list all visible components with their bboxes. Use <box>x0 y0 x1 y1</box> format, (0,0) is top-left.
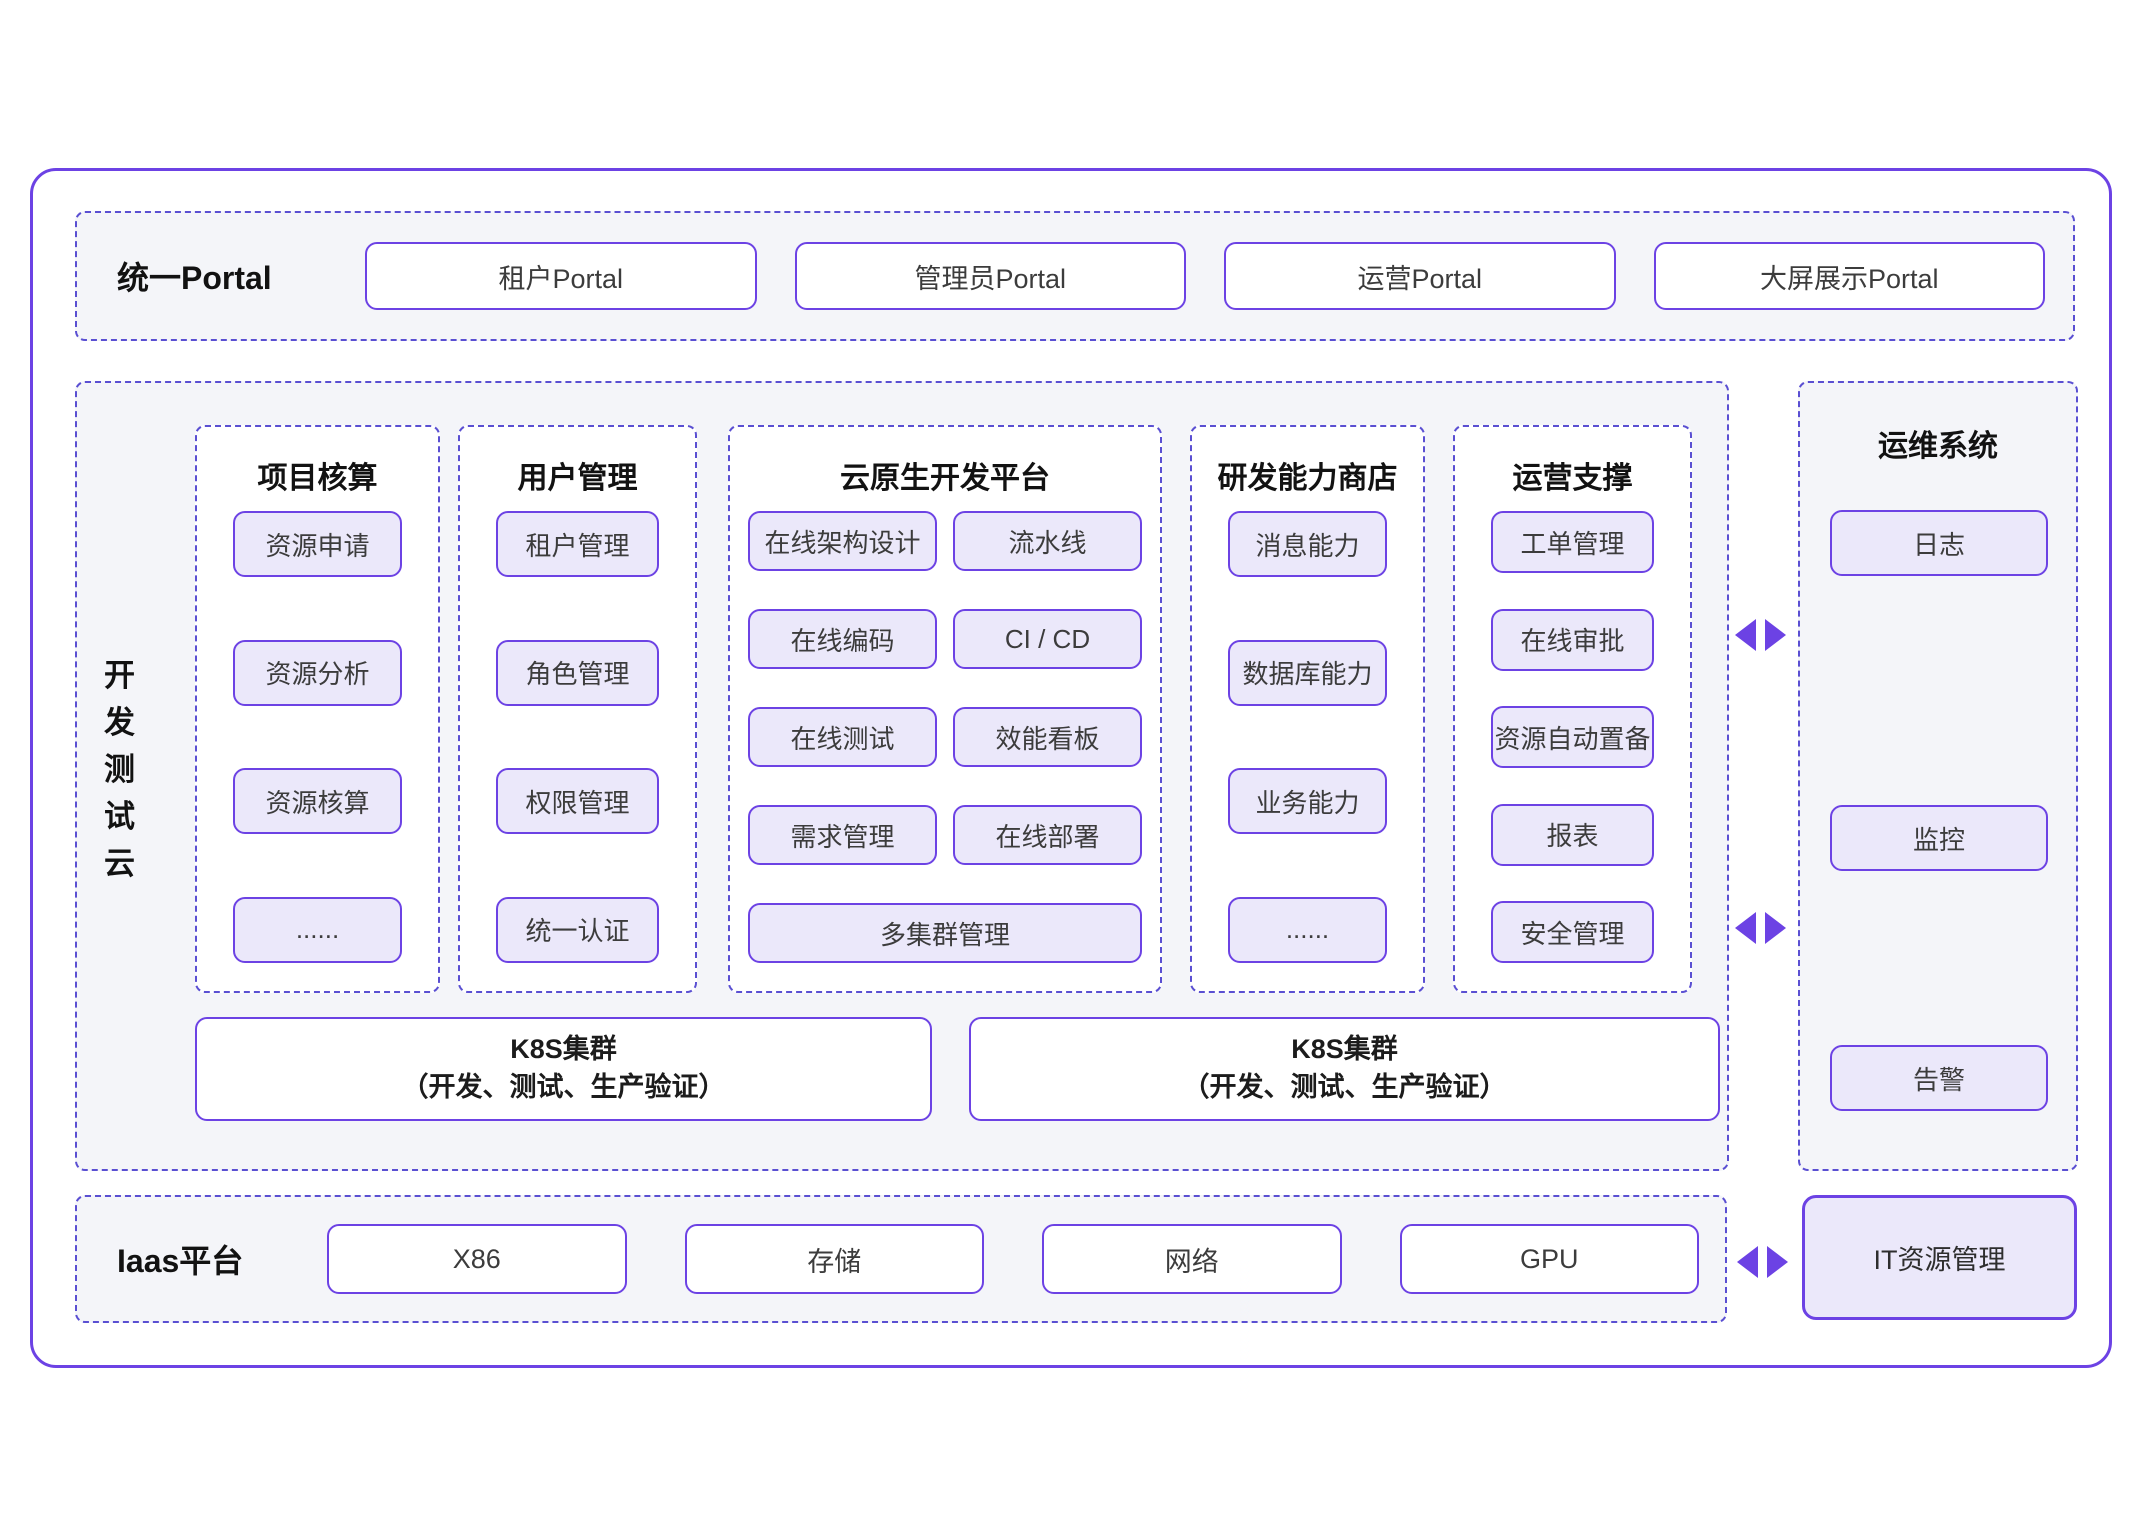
iaas-network: 网络 <box>1042 1224 1342 1294</box>
module-box: CI / CD <box>953 609 1142 669</box>
bidirectional-arrow-icon <box>1737 1246 1788 1278</box>
left-arrow-icon <box>1735 619 1756 651</box>
iaas-platform-bar: Iaas平台 X86 存储 网络 GPU <box>75 1195 1727 1323</box>
module-box: 效能看板 <box>953 707 1142 767</box>
portal-bigscreen: 大屏展示Portal <box>1653 242 2045 310</box>
column-title: 研发能力商店 <box>1217 462 1398 495</box>
column-user-management: 用户管理 租户管理 角色管理 权限管理 统一认证 <box>458 425 697 993</box>
bidirectional-arrow-icon <box>1735 619 1786 651</box>
ops-box-monitor: 监控 <box>1830 805 2048 871</box>
module-box: 在线测试 <box>748 707 937 767</box>
left-arrow-icon <box>1737 1246 1758 1278</box>
k8s-subtitle: （开发、测试、生产验证） <box>1182 1072 1507 1102</box>
ops-box-alert: 告警 <box>1830 1045 2048 1111</box>
dev-test-cloud-section: 开发测试云 项目核算 资源申请 资源分析 资源核算 ...... 用户管理 租户… <box>75 381 1729 1171</box>
ops-system-panel: 运维系统 日志 监控 告警 <box>1798 381 2078 1171</box>
column-title: 用户管理 <box>517 462 638 495</box>
module-box: 资源分析 <box>233 639 402 706</box>
module-box: 安全管理 <box>1490 901 1655 963</box>
k8s-cluster-box-2: K8S集群 （开发、测试、生产验证） <box>969 1017 1720 1121</box>
ops-box-log: 日志 <box>1830 510 2048 576</box>
column-capability-store: 研发能力商店 消息能力 数据库能力 业务能力 ...... <box>1190 425 1425 993</box>
k8s-title: K8S集群 <box>1291 1034 1398 1065</box>
module-box: 资源自动置备 <box>1490 706 1655 768</box>
module-box: 资源申请 <box>233 511 402 577</box>
module-box: 数据库能力 <box>1227 639 1388 706</box>
iaas-gpu: GPU <box>1399 1224 1699 1294</box>
module-box: 消息能力 <box>1227 511 1388 577</box>
module-box-multicluster: 多集群管理 <box>748 903 1142 963</box>
k8s-cluster-box-1: K8S集群 （开发、测试、生产验证） <box>195 1017 932 1121</box>
portal-bar: 统一Portal 租户Portal 管理员Portal 运营Portal 大屏展… <box>75 211 2075 341</box>
module-box: 统一认证 <box>495 896 660 963</box>
module-box: 资源核算 <box>233 768 402 835</box>
k8s-title: K8S集群 <box>510 1034 617 1065</box>
module-box: 工单管理 <box>1490 511 1655 573</box>
portal-tenant: 租户Portal <box>365 242 757 310</box>
dev-test-cloud-label: 开发测试云 <box>99 658 134 894</box>
it-resource-management-box: IT资源管理 <box>1802 1195 2077 1320</box>
portal-admin: 管理员Portal <box>794 242 1186 310</box>
iaas-storage: 存储 <box>684 1224 984 1294</box>
module-columns: 项目核算 资源申请 资源分析 资源核算 ...... 用户管理 租户管理 角色管… <box>195 425 1692 993</box>
module-box: 权限管理 <box>495 768 660 835</box>
column-project-accounting: 项目核算 资源申请 资源分析 资源核算 ...... <box>195 425 440 993</box>
column-title: 云原生开发平台 <box>840 462 1050 495</box>
module-box: 租户管理 <box>495 511 660 577</box>
bidirectional-arrow-icon <box>1735 912 1786 944</box>
module-box: 在线部署 <box>953 805 1142 865</box>
portal-bar-label: 统一Portal <box>117 260 272 296</box>
column-cloud-native-platform: 云原生开发平台 在线架构设计 流水线 在线编码 CI / CD 在线测试 效能看… <box>728 425 1162 993</box>
column-title: 运营支撑 <box>1512 462 1633 495</box>
ops-system-title: 运维系统 <box>1878 430 1998 463</box>
right-arrow-icon <box>1767 1246 1788 1278</box>
module-box: 业务能力 <box>1227 768 1388 835</box>
module-box: 在线审批 <box>1490 608 1655 671</box>
module-box: 报表 <box>1490 803 1655 866</box>
column-title: 项目核算 <box>257 462 378 495</box>
module-box: 需求管理 <box>748 805 937 865</box>
right-arrow-icon <box>1765 619 1786 651</box>
module-box: 角色管理 <box>495 639 660 706</box>
module-box: 在线编码 <box>748 609 937 669</box>
module-box-ellipsis: ...... <box>233 896 402 963</box>
k8s-subtitle: （开发、测试、生产验证） <box>401 1072 726 1102</box>
architecture-frame: 统一Portal 租户Portal 管理员Portal 运营Portal 大屏展… <box>30 168 2112 1368</box>
column-operation-support: 运营支撑 工单管理 在线审批 资源自动置备 报表 安全管理 <box>1453 425 1692 993</box>
iaas-label: Iaas平台 <box>117 1243 244 1279</box>
iaas-x86: X86 <box>327 1224 627 1294</box>
portal-operation: 运营Portal <box>1224 242 1616 310</box>
right-arrow-icon <box>1765 912 1786 944</box>
module-box-ellipsis: ...... <box>1227 896 1388 963</box>
module-box: 流水线 <box>953 511 1142 571</box>
module-box: 在线架构设计 <box>748 511 937 571</box>
left-arrow-icon <box>1735 912 1756 944</box>
